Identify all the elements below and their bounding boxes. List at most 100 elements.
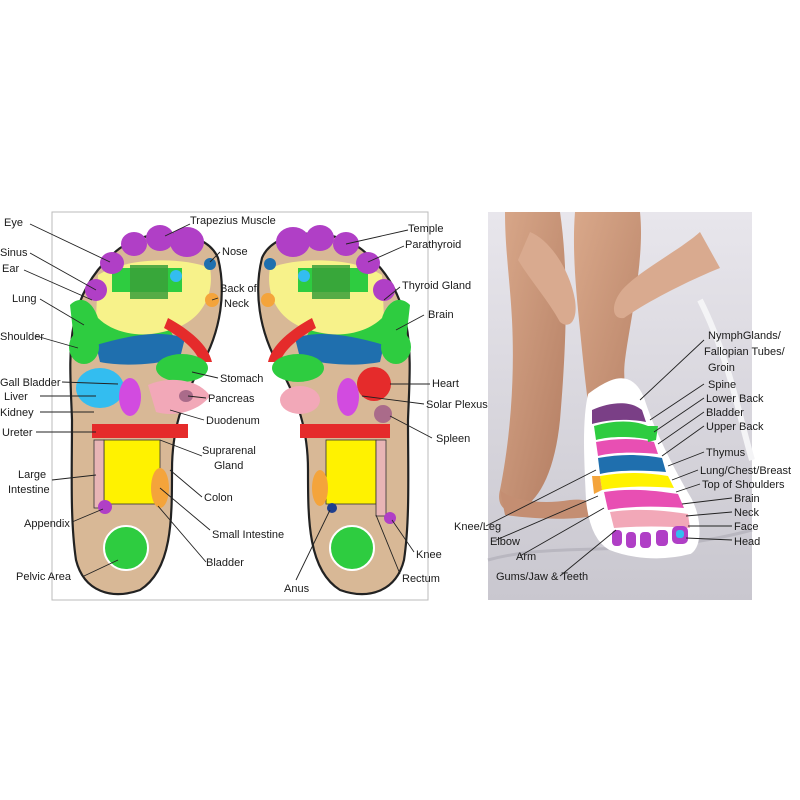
right-yellow-large (325, 439, 377, 505)
left-pelvic-green (103, 525, 149, 571)
left-toes (85, 225, 204, 301)
label-brain-right: Brain (734, 493, 760, 505)
left-red-arc (164, 318, 212, 362)
label-brain-left: Brain (428, 309, 454, 321)
right-neck-dot (261, 293, 275, 307)
label-trapezius-muscle: Trapezius Muscle (190, 215, 276, 227)
foot-top-photo (487, 212, 755, 600)
right-heart-red (357, 367, 391, 401)
right-nose-dot (264, 258, 276, 270)
label-eye: Eye (4, 217, 23, 229)
right-red-arc (268, 318, 316, 362)
left-nose-dot (204, 258, 216, 270)
label-neck-right: Neck (734, 507, 760, 519)
left-appendix-dot (98, 500, 112, 514)
label-thyroid-gland: Thyroid Gland (402, 280, 471, 292)
right-red-transverse (300, 424, 390, 438)
label-parathyroid: Parathyroid (405, 239, 461, 251)
right-knee-dot (384, 512, 396, 524)
left-yellow-large (103, 439, 161, 505)
label-nymph-glands: NymphGlands/ (708, 330, 782, 342)
label-thymus: Thymus (706, 447, 746, 459)
right-stomach-green (272, 354, 324, 382)
label-groin: Groin (708, 362, 735, 374)
label-appendix: Appendix (24, 518, 70, 530)
right-photo-labels: NymphGlands/ Fallopian Tubes/ Groin Spin… (454, 330, 791, 583)
label-knee: Knee (416, 549, 442, 561)
label-gums-jaw-teeth: Gums/Jaw & Teeth (496, 571, 588, 583)
label-solar-plexus: Solar Plexus (426, 399, 488, 411)
label-bladder-left: Bladder (206, 557, 244, 569)
label-face: Face (734, 521, 758, 533)
left-gallbladder-magenta (119, 378, 141, 416)
label-head: Head (734, 536, 760, 548)
label-lower-back: Lower Back (706, 393, 764, 405)
right-orange (312, 470, 328, 506)
label-pelvic-area: Pelvic Area (16, 571, 72, 583)
label-kidney: Kidney (0, 407, 34, 419)
label-nose: Nose (222, 246, 248, 258)
label-ear: Ear (2, 263, 19, 275)
left-pink-colon (148, 379, 210, 415)
label-anus: Anus (284, 583, 310, 595)
label-intestine: Intestine (8, 484, 50, 496)
right-blue-band (295, 334, 384, 365)
label-suprarenal: Suprarenal (202, 445, 256, 457)
label-lung: Lung (12, 293, 36, 305)
label-arm: Arm (516, 551, 536, 563)
right-magenta (337, 378, 359, 416)
left-stomach-green (156, 354, 208, 382)
label-spine: Spine (708, 379, 736, 391)
right-foot (257, 225, 411, 596)
left-blue-band (96, 334, 185, 365)
left-eye-dot (170, 270, 182, 282)
label-gland: Gland (214, 460, 243, 472)
left-pancreas-dot (179, 390, 193, 402)
left-chart-leader-lines (23, 223, 433, 581)
label-shoulder: Shoulder (0, 331, 44, 343)
label-spleen: Spleen (436, 433, 470, 445)
label-large: Large (18, 469, 46, 481)
label-fallopian-tubes: Fallopian Tubes/ (704, 346, 786, 358)
label-liver: Liver (4, 391, 28, 403)
label-colon: Colon (204, 492, 233, 504)
label-sinus: Sinus (0, 247, 28, 259)
right-spleen-dot (374, 405, 392, 423)
label-rectum: Rectum (402, 573, 440, 585)
right-descending (375, 439, 387, 517)
left-green-block (130, 265, 168, 299)
label-stomach: Stomach (220, 373, 263, 385)
label-lung-chest-breast: Lung/Chest/Breast (700, 465, 791, 477)
right-rectum-dot (327, 503, 337, 513)
label-ureter: Ureter (2, 427, 33, 439)
right-pink (280, 386, 320, 414)
label-temple: Temple (408, 223, 443, 235)
right-eye-dot (298, 270, 310, 282)
label-bladder-right: Bladder (706, 407, 744, 419)
right-photo-leader-lines (485, 339, 733, 577)
label-gall-bladder: Gall Bladder (0, 377, 61, 389)
label-elbow: Elbow (490, 536, 520, 548)
label-small-intestine: Small Intestine (212, 529, 284, 541)
photo-left-hand (518, 232, 576, 325)
label-upper-back: Upper Back (706, 421, 764, 433)
photo-left-foot (500, 490, 597, 519)
left-shoulder-green (69, 330, 99, 364)
label-back-of: Back of (220, 283, 258, 295)
left-foot (69, 225, 223, 596)
right-pelvic-green (329, 525, 375, 571)
right-green-block (312, 265, 350, 299)
left-chart-labels: Eye Sinus Ear Lung Shoulder Gall Bladder… (0, 215, 488, 595)
label-pancreas: Pancreas (208, 393, 255, 405)
left-ascending (93, 439, 105, 509)
label-heart: Heart (432, 378, 459, 390)
label-duodenum: Duodenum (206, 415, 260, 427)
photo-right-hand (613, 232, 720, 319)
left-red-transverse (92, 424, 188, 438)
label-top-of-shoulders: Top of Shoulders (702, 479, 785, 491)
label-knee-leg: Knee/Leg (454, 521, 501, 533)
label-neck: Neck (224, 298, 250, 310)
right-shoulder-green (381, 330, 411, 364)
left-liver-cyan (76, 368, 124, 408)
